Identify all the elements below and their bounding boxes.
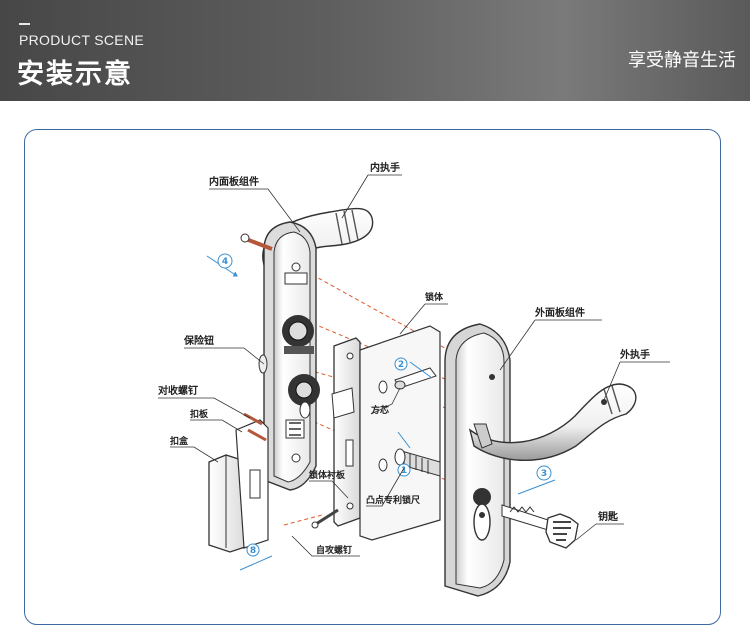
short-screws (243, 412, 267, 442)
safety-knob-shape (258, 354, 268, 374)
label-outer-panel: 外面板组件 (534, 306, 585, 319)
header-title: 安装示意 (17, 59, 133, 90)
label-safety-knob: 保险钮 (183, 334, 214, 347)
label-lock-plate: 锁体衬板 (309, 469, 346, 481)
strike-plate-shape (235, 419, 269, 549)
step-8-number: 8 (250, 546, 256, 556)
label-key: 钥匙 (598, 510, 619, 523)
header-banner: PRODUCT SCENE 安装示意 享受静音生活 (0, 0, 750, 101)
leader-lines (158, 174, 670, 557)
outer-handle-shape (468, 383, 637, 462)
self-tapping-screw (311, 508, 339, 529)
cylinder-shape (394, 448, 441, 477)
label-screws: 对收螺钉 (158, 384, 198, 397)
lock-faceplate-shape (331, 337, 361, 527)
step-arrows (206, 255, 556, 571)
label-self-tapping: 自攻螺钉 (316, 544, 352, 556)
step-3-number: 3 (541, 469, 547, 479)
label-outer-handle: 外执手 (619, 348, 650, 361)
step-circles (217, 253, 552, 557)
long-screw (240, 233, 273, 251)
label-inner-handle: 内执手 (370, 161, 400, 174)
label-inner-panel: 内面板组件 (209, 175, 259, 188)
step-1-number: 1 (401, 466, 407, 476)
label-lock-body: 锁体 (425, 291, 444, 303)
diagram-frame (24, 129, 721, 625)
step-2-number: 2 (398, 360, 404, 370)
outer-panel-shape (444, 323, 511, 597)
header-subtitle: PRODUCT SCENE (19, 32, 144, 48)
label-strike-box: 扣盒 (170, 435, 189, 447)
label-spindle: 方芯 (371, 404, 389, 416)
key-shape (501, 504, 579, 549)
step-4-number: 4 (222, 257, 228, 267)
header-slogan: 享受静音生活 (628, 50, 736, 71)
header-dash (19, 23, 30, 25)
label-cylinder: 凸点专利锁尺 (366, 494, 420, 506)
inner-panel-shape (263, 221, 320, 491)
label-strike-plate: 扣板 (190, 408, 209, 420)
